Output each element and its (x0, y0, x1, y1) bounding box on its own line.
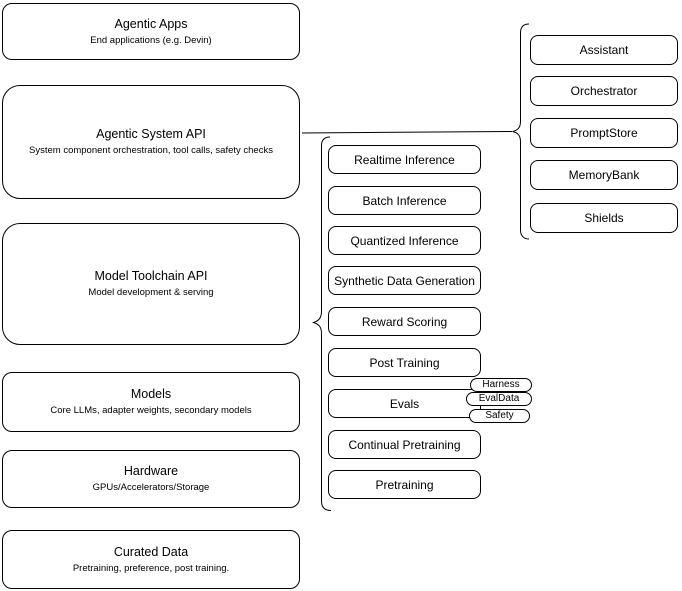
node-title: Agentic System API (96, 127, 206, 141)
tag-evaldata: EvalData (466, 392, 532, 406)
node-label: MemoryBank (568, 168, 640, 182)
node-title: Agentic Apps (114, 16, 188, 31)
node-label: Orchestrator (570, 84, 638, 98)
node-label: Batch Inference (362, 193, 447, 208)
node-title: Hardware (123, 464, 179, 478)
node-post-training: Post Training (328, 348, 481, 377)
node-label: Shields (584, 211, 624, 225)
node-subtitle: Model development & serving (88, 287, 214, 298)
node-assistant: Assistant (530, 35, 678, 65)
node-label: Assistant (579, 43, 629, 57)
node-subtitle: Core LLMs, adapter weights, secondary mo… (50, 405, 252, 416)
node-label: Evals (389, 396, 420, 411)
node-label: PromptStore (570, 126, 638, 140)
node-label: Synthetic Data Generation (334, 273, 475, 288)
node-label: Realtime Inference (354, 152, 455, 167)
node-label: Reward Scoring (361, 314, 448, 329)
node-model-toolchain-api: Model Toolchain API Model development & … (2, 223, 300, 345)
node-subtitle: Pretraining, preference, post training. (72, 562, 230, 574)
node-continual-pretraining: Continual Pretraining (328, 430, 481, 459)
node-orchestrator: Orchestrator (530, 76, 678, 106)
node-label: Quantized Inference (350, 233, 459, 248)
node-title: Models (130, 387, 172, 401)
node-synthetic-data-generation: Synthetic Data Generation (328, 266, 481, 295)
node-label: Pretraining (375, 477, 434, 492)
node-reward-scoring: Reward Scoring (328, 307, 481, 336)
node-pretraining: Pretraining (328, 470, 481, 499)
node-subtitle: End applications (e.g. Devin) (90, 34, 212, 46)
node-evals: Evals (328, 389, 481, 418)
tag-harness: Harness (470, 378, 532, 392)
node-title: Model Toolchain API (94, 269, 208, 283)
node-agentic-apps: Agentic Apps End applications (e.g. Devi… (2, 3, 300, 60)
node-memorybank: MemoryBank (530, 160, 678, 190)
tag-label: Harness (482, 379, 520, 390)
node-models: Models Core LLMs, adapter weights, secon… (2, 372, 300, 432)
node-promptstore: PromptStore (530, 118, 678, 148)
node-quantized-inference: Quantized Inference (328, 226, 481, 255)
tag-label: EvalData (478, 393, 520, 404)
node-realtime-inference: Realtime Inference (328, 145, 481, 174)
node-label: Continual Pretraining (348, 437, 461, 452)
tag-safety: Safety (469, 409, 530, 423)
node-curated-data: Curated Data Pretraining, preference, po… (2, 530, 300, 589)
node-agentic-system-api: Agentic System API System component orch… (2, 85, 300, 199)
node-shields: Shields (530, 203, 678, 233)
connector-system-api-line (301, 131, 513, 134)
node-subtitle: System component orchestration, tool cal… (29, 145, 273, 156)
node-label: Post Training (369, 355, 440, 370)
node-title: Curated Data (113, 544, 189, 559)
brace-system-components (512, 23, 530, 240)
node-hardware: Hardware GPUs/Accelerators/Storage (2, 450, 300, 508)
tag-label: Safety (485, 410, 514, 421)
node-batch-inference: Batch Inference (328, 186, 481, 215)
node-subtitle: GPUs/Accelerators/Storage (92, 482, 210, 493)
